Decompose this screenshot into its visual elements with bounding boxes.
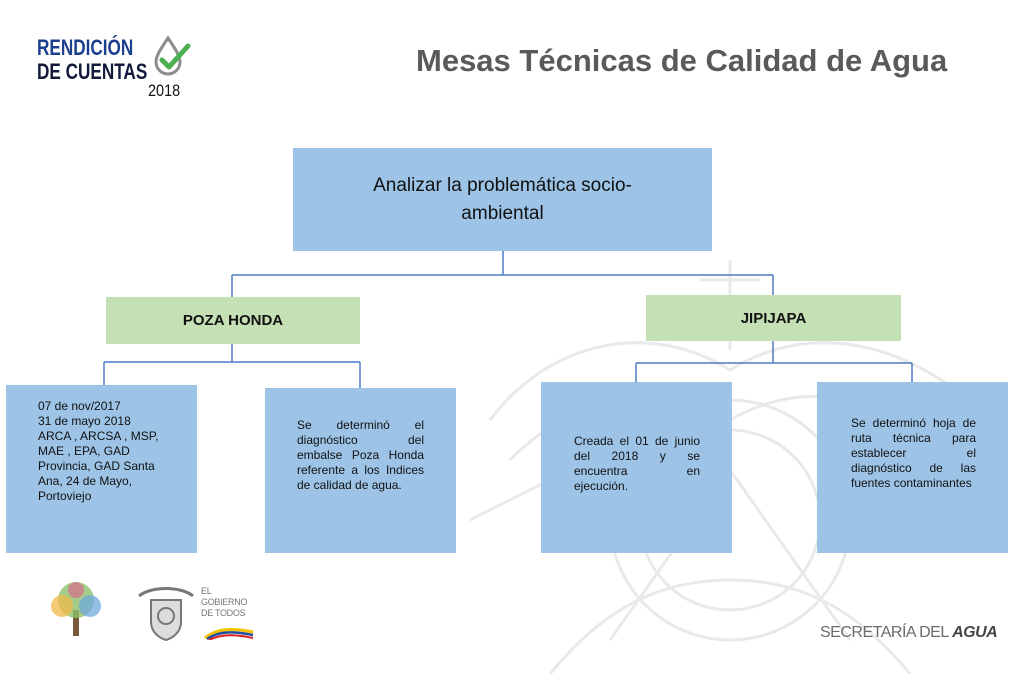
secretaria-agua-logo: SECRETARÍA DEL AGUA (820, 624, 998, 642)
secretaria-light-text: SECRETARÍA DEL (820, 624, 953, 641)
branch-node-poza-honda: POZA HONDA (106, 297, 360, 344)
leaf-node-jipijapa-created: Creada el 01 de junio del 2018 y se encu… (541, 382, 732, 553)
branch-label: JIPIJAPA (740, 309, 807, 327)
logo-line2: DE CUENTAS (37, 59, 148, 84)
flag-stripe-icon (204, 628, 254, 640)
leaf-text: Se determinó el diagnóstico del embalse … (297, 418, 424, 492)
branch-node-jipijapa: JIPIJAPA (646, 295, 901, 341)
gobierno-logo-text: EL GOBIERNO DE TODOS (201, 586, 248, 618)
checkmark-drop-icon (154, 35, 191, 76)
rendicion-logo-text: RENDICIÓN DE CUENTAS (37, 36, 147, 84)
leaf-text: 07 de nov/2017 31 de mayo 2018 ARCA , AR… (38, 399, 159, 503)
root-node: Analizar la problemática socio-ambiental (293, 148, 712, 251)
leaf-node-poza-honda-diagnostic: Se determinó el diagnóstico del embalse … (265, 388, 456, 553)
leaf-text: Se determinó hoja de ruta técnica para e… (851, 416, 976, 490)
page-title: Mesas Técnicas de Calidad de Agua (416, 43, 948, 78)
tree-logo-icon (51, 582, 101, 636)
logo-line1: RENDICIÓN (37, 35, 134, 60)
root-node-label: Analizar la problemática socio-ambiental (373, 174, 632, 224)
leaf-text: Creada el 01 de junio del 2018 y se encu… (574, 434, 700, 493)
logo-year: 2018 (148, 81, 181, 100)
leaf-node-jipijapa-roadmap: Se determinó hoja de ruta técnica para e… (817, 382, 1008, 553)
secretaria-bold-text: AGUA (952, 624, 998, 641)
leaf-node-poza-honda-dates: 07 de nov/2017 31 de mayo 2018 ARCA , AR… (6, 385, 197, 553)
ecuador-shield-icon (138, 587, 194, 642)
branch-label: POZA HONDA (182, 312, 284, 329)
